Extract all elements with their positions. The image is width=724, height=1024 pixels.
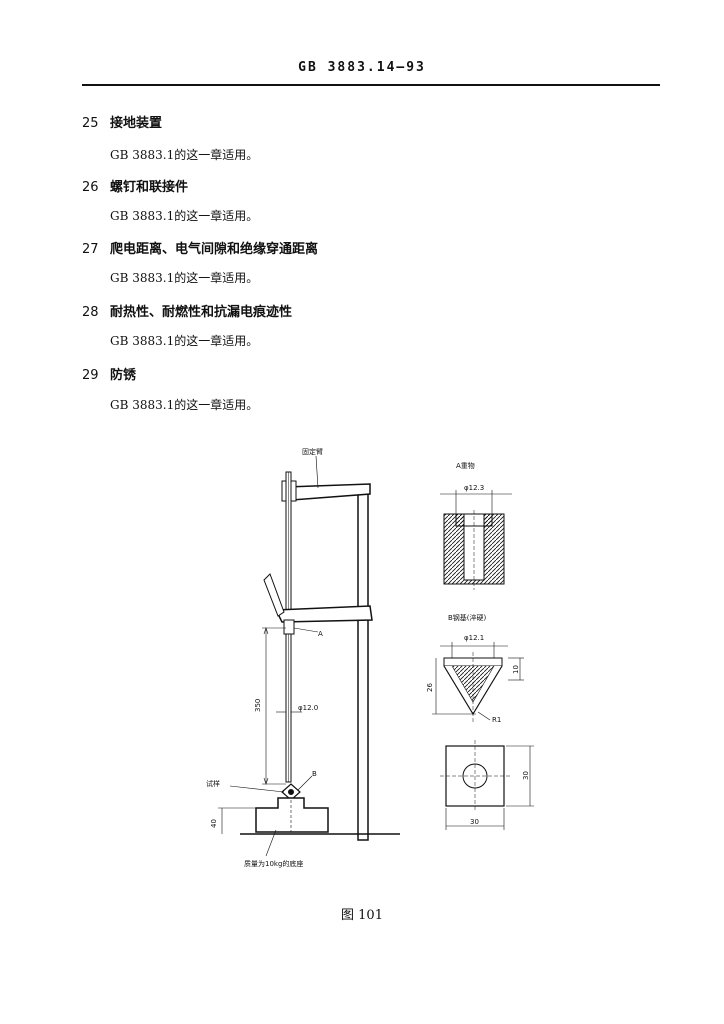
dim-30-vertical: 30 — [522, 771, 530, 780]
test-apparatus — [218, 455, 400, 857]
dim-40: 40 — [210, 819, 218, 828]
section-27-title: 27 爬电距离、电气间隙和绝缘穿通距离 — [82, 238, 318, 257]
dim-26: 26 — [426, 683, 434, 692]
section-number: 28 — [82, 305, 99, 320]
detail-a-weight — [440, 490, 512, 590]
page-header: GB 3883.14—93 — [298, 60, 426, 75]
weight-a — [283, 619, 295, 635]
section-28-title: 28 耐热性、耐燃性和抗漏电痕迹性 — [82, 301, 292, 320]
dim-350: 350 — [254, 699, 262, 712]
dim-phi-12-3: φ12.3 — [464, 484, 484, 492]
dim-10: 10 — [512, 665, 520, 674]
dim-phi-12-0: φ12.0 — [298, 704, 318, 712]
section-26-body: GB 3883.1的这一章适用。 — [110, 209, 259, 223]
section-heading: 防锈 — [110, 368, 137, 383]
section-25-title: 25 接地装置 — [82, 112, 162, 131]
label-fixed-arm: 固定臂 — [302, 447, 323, 456]
section-27-body: GB 3883.1的这一章适用。 — [110, 271, 259, 285]
section-29-body: GB 3883.1的这一章适用。 — [110, 398, 259, 412]
support-pillar — [357, 487, 369, 841]
section-number: 27 — [82, 242, 99, 257]
dim-r1: R1 — [492, 716, 501, 724]
section-25-body: GB 3883.1的这一章适用。 — [110, 148, 259, 162]
section-number: 29 — [82, 368, 99, 383]
label-base: 质量为10kg的底座 — [244, 859, 303, 868]
dim-phi-12-1: φ12.1 — [464, 634, 484, 642]
dim-30-horizontal: 30 — [470, 818, 479, 826]
section-29-title: 29 防锈 — [82, 364, 136, 383]
section-heading: 螺钉和联接件 — [110, 180, 189, 195]
section-number: 25 — [82, 116, 99, 131]
section-heading: 接地装置 — [110, 116, 163, 131]
label-a: A — [318, 630, 323, 638]
section-26-title: 26 螺钉和联接件 — [82, 176, 188, 195]
detail-b-plan — [440, 740, 534, 830]
section-number: 26 — [82, 180, 99, 195]
section-heading: 耐热性、耐燃性和抗漏电痕迹性 — [110, 305, 293, 320]
section-28-body: GB 3883.1的这一章适用。 — [110, 334, 259, 348]
header-rule — [82, 84, 660, 86]
base-block — [255, 797, 329, 833]
label-b: B — [312, 770, 317, 778]
label-b-steel: B钢基(淬硬) — [448, 613, 487, 622]
lever-handle — [263, 573, 285, 617]
detail-b-cone — [432, 642, 524, 722]
figure-caption: 图 101 — [341, 908, 383, 923]
lower-arm — [274, 605, 373, 623]
label-sample: 试样 — [206, 779, 220, 788]
section-heading: 爬电距离、电气间隙和绝缘穿通距离 — [110, 242, 319, 257]
label-a-weight: A重物 — [456, 461, 475, 470]
